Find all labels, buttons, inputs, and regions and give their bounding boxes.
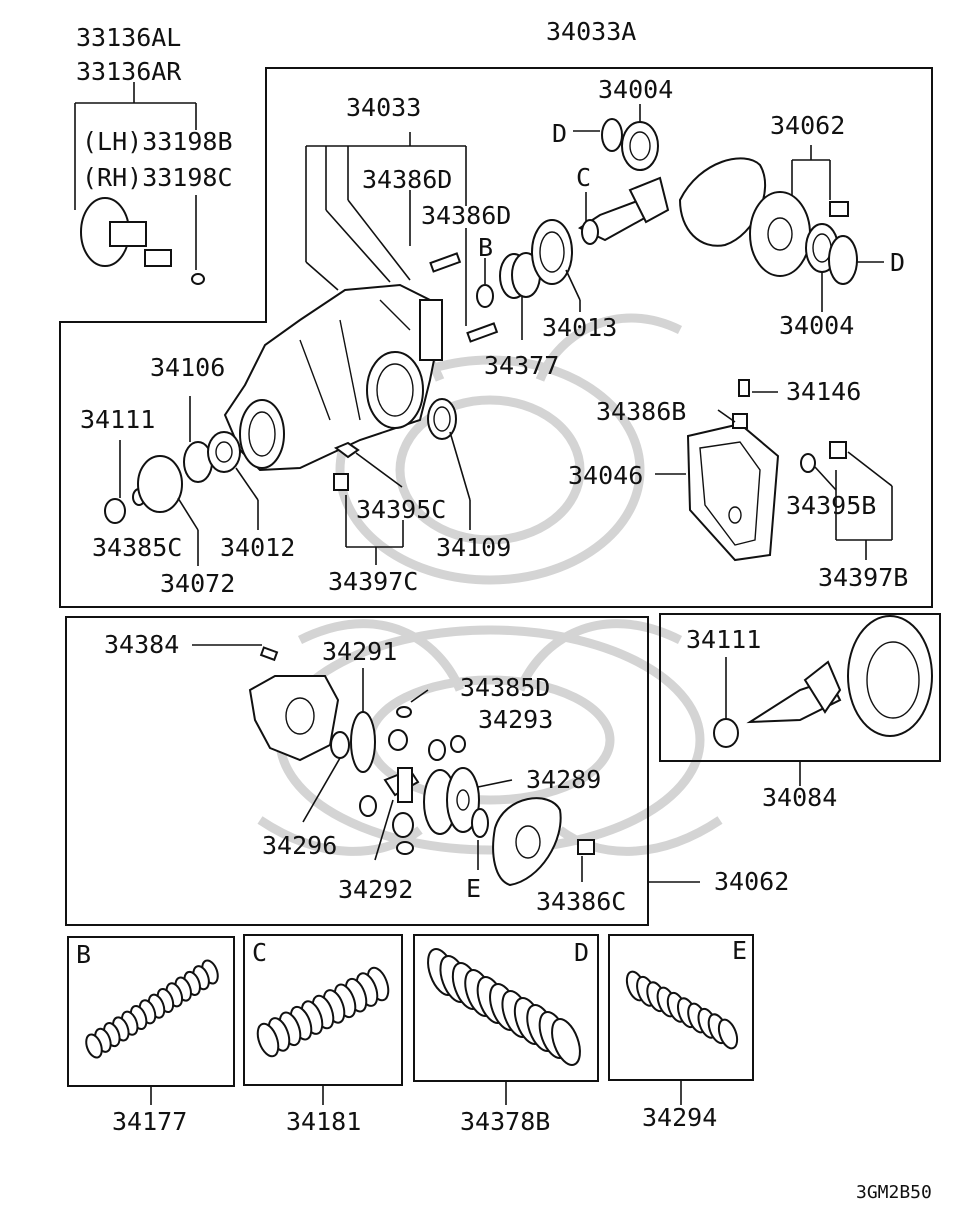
label-33198B: (LH)33198B (82, 127, 233, 156)
label-34111-left: 34111 (80, 405, 155, 434)
label-34072: 34072 (160, 569, 235, 598)
label-34289: 34289 (526, 765, 601, 794)
label-34004-top: 34004 (598, 75, 673, 104)
label-34395C: 34395C (356, 495, 446, 524)
differential-case-box (65, 616, 649, 926)
shim-box-b-letter: B (76, 940, 91, 969)
shim-ring-b (85, 1033, 103, 1059)
shim-box-e-letter: E (732, 936, 747, 965)
label-34033: 34033 (346, 93, 421, 122)
shim-ring-e (717, 1018, 739, 1050)
differential-case-parts (192, 644, 700, 887)
gear-set-parts (713, 615, 933, 786)
label-33136AR: 33136AR (76, 57, 182, 86)
label-34386D-upper: 34386D (362, 165, 452, 194)
pinion-top-parts (573, 104, 884, 312)
callout-b: B (478, 233, 493, 262)
drawing-code: 3GM2B50 (856, 1182, 932, 1203)
label-34386C: 34386C (536, 887, 626, 916)
label-34106: 34106 (150, 353, 225, 382)
label-34111-pinion: 34111 (686, 625, 761, 654)
label-33198C: (RH)33198C (82, 163, 233, 192)
label-34062-assy: 34062 (714, 867, 789, 896)
label-34386B: 34386B (596, 397, 686, 426)
label-34291: 34291 (322, 637, 397, 666)
label-34084: 34084 (762, 783, 837, 812)
part-labels: 33136AL 33136AR (LH)33198B (RH)33198C 34… (76, 17, 932, 1203)
shim-rings (85, 948, 739, 1105)
assembly-boundary-34033A (59, 67, 933, 608)
label-34384: 34384 (104, 630, 179, 659)
callout-d-top: D (552, 119, 567, 148)
axle-hub-group (74, 82, 205, 285)
callout-d-right: D (890, 248, 905, 277)
hub-shaft-icon (109, 221, 147, 247)
label-34296: 34296 (262, 831, 337, 860)
label-34062-top: 34062 (770, 111, 845, 140)
carrier-housing (223, 132, 467, 472)
callout-letters: B C D D E B C D E (76, 119, 905, 969)
callout-e: E (466, 874, 481, 903)
label-34386D-lower: 34386D (421, 201, 511, 230)
label-34181: 34181 (286, 1107, 361, 1136)
shim-box-d-letter: D (574, 938, 589, 967)
label-34385C: 34385C (92, 533, 182, 562)
label-34292: 34292 (338, 875, 413, 904)
label-34004-right: 34004 (779, 311, 854, 340)
main-box-parts (333, 190, 581, 565)
label-34146: 34146 (786, 377, 861, 406)
label-34033A: 34033A (546, 17, 636, 46)
label-34397C: 34397C (328, 567, 418, 596)
label-34012: 34012 (220, 533, 295, 562)
rear-cover-group (655, 379, 893, 562)
shim-ring-c (256, 1022, 280, 1058)
shim-ring-d (551, 1018, 581, 1066)
callout-c: C (576, 163, 591, 192)
label-34046: 34046 (568, 461, 643, 490)
label-34378B: 34378B (460, 1107, 550, 1136)
hub-stub-icon (144, 249, 172, 267)
label-34377: 34377 (484, 351, 559, 380)
label-34294: 34294 (642, 1103, 717, 1132)
label-34177: 34177 (112, 1107, 187, 1136)
label-34385D: 34385D (460, 673, 550, 702)
label-34293: 34293 (478, 705, 553, 734)
companion-flange-group (104, 396, 259, 566)
hub-ring-icon (191, 273, 205, 285)
label-34013: 34013 (542, 313, 617, 342)
label-34395B: 34395B (786, 491, 876, 520)
label-34397B: 34397B (818, 563, 908, 592)
label-34109: 34109 (436, 533, 511, 562)
shim-box-c-letter: C (252, 938, 267, 967)
label-33136AL: 33136AL (76, 23, 181, 52)
